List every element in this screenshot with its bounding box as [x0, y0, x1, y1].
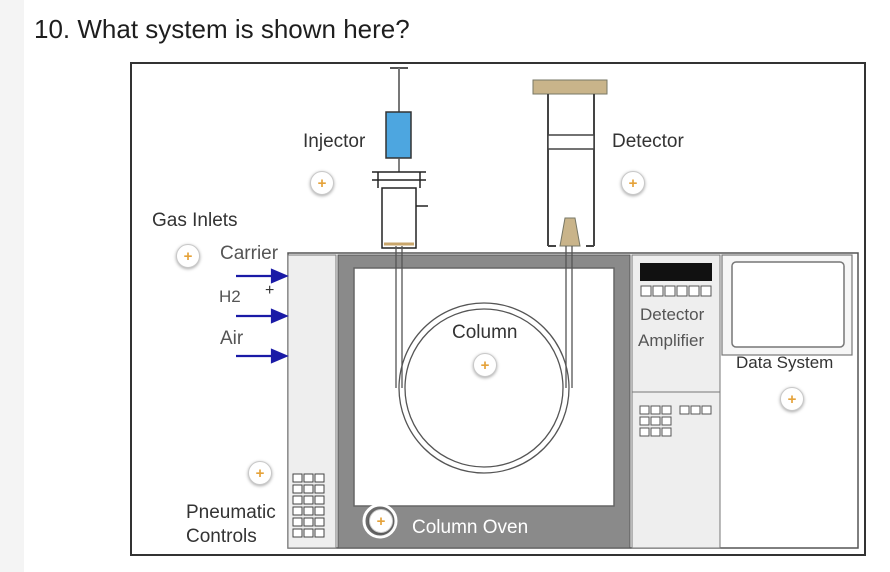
plus-sign: +	[265, 282, 274, 299]
pneumatic-keypad	[292, 473, 325, 538]
left-margin-strip	[0, 0, 24, 572]
injector-label: Injector	[303, 131, 366, 152]
injector-port	[372, 171, 428, 249]
gas-inlets-label: Gas Inlets	[152, 210, 238, 231]
carrier-label: Carrier	[220, 243, 279, 264]
data-system-screen	[731, 261, 845, 348]
detector-label: Detector	[612, 131, 684, 152]
detector-amplifier-label-1: Detector	[640, 305, 705, 324]
control-module	[631, 391, 721, 549]
amplifier-display	[640, 263, 712, 281]
pneumatic-label-1: Pneumatic	[186, 502, 276, 523]
hotspot-column[interactable]: +	[473, 353, 497, 377]
hotspot-pneumatic-controls[interactable]: +	[248, 461, 272, 485]
hotspot-plus-icon: +	[376, 512, 386, 530]
hotspot-data-system[interactable]: +	[780, 387, 804, 411]
hotspot-plus-icon: +	[787, 390, 797, 408]
hotspot-plus-icon: +	[183, 247, 193, 265]
hotspot-plus-icon: +	[317, 174, 327, 192]
h2-label: H2	[219, 287, 241, 306]
column-tubing	[395, 246, 573, 474]
hotspot-detector[interactable]: +	[621, 171, 645, 195]
air-label: Air	[220, 328, 244, 349]
amplifier-buttons	[640, 285, 712, 297]
hotspot-plus-icon: +	[628, 174, 638, 192]
control-keypad	[639, 405, 712, 437]
question-title: 10. What system is shown here?	[34, 14, 410, 44]
hotspot-plus-icon: +	[255, 464, 265, 482]
gas-arrow-icon	[236, 268, 289, 364]
detector-body	[532, 79, 608, 247]
syringe-icon	[385, 67, 412, 172]
column-oven-window	[353, 267, 615, 507]
column-oven-label: Column Oven	[412, 517, 529, 538]
hotspot-gas-inlets[interactable]: +	[176, 244, 200, 268]
pneumatic-label-2: Controls	[186, 526, 257, 547]
hotspot-column-oven[interactable]: +	[369, 509, 393, 533]
column-label: Column	[452, 322, 518, 343]
hotspot-injector[interactable]: +	[310, 171, 334, 195]
detector-amplifier-label-2: Amplifier	[638, 331, 705, 350]
hotspot-plus-icon: +	[480, 356, 490, 374]
data-system-label: Data System	[736, 353, 834, 372]
